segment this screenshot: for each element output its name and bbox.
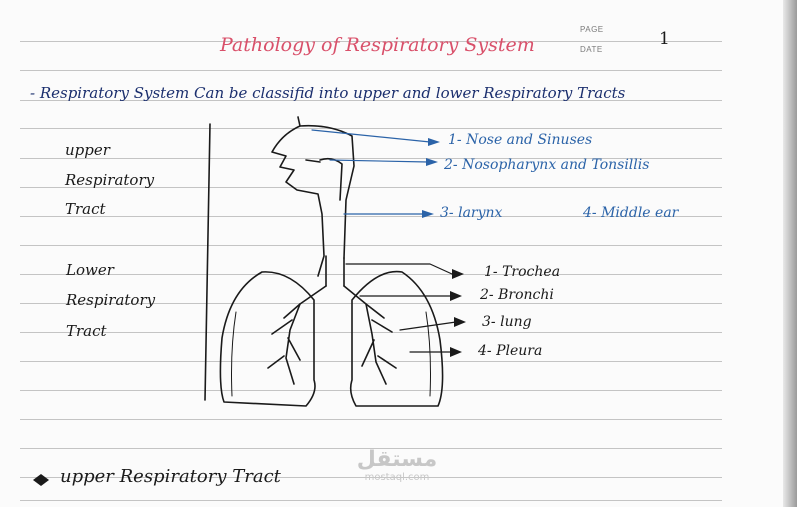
ruled-line xyxy=(20,41,722,42)
ruled-line xyxy=(20,390,722,391)
right-lung xyxy=(349,270,444,407)
pleura-lines xyxy=(231,311,431,397)
upper-item-4: 4- Middle ear xyxy=(583,205,679,221)
arrowhead xyxy=(450,347,462,357)
date-label: DATE xyxy=(580,45,603,54)
lower-pointer-lines xyxy=(345,263,457,353)
ruled-line xyxy=(20,128,722,129)
upper-item-1: 1- Nose and Sinuses xyxy=(448,132,593,148)
arrowhead xyxy=(426,158,438,166)
lower-item-1: 1- Trochea xyxy=(484,264,561,280)
upper-item-2: 2- Nosopharynx and Tonsillis xyxy=(444,157,650,173)
lower-tract-label-line-3: Tract xyxy=(66,322,107,340)
intro-sentence: - Respiratory System Can be classifid in… xyxy=(30,84,626,102)
page-title: Pathology of Respiratory System xyxy=(220,34,535,56)
ruled-line xyxy=(20,477,722,478)
ruled-line xyxy=(20,361,722,362)
lower-item-2: 2- Bronchi xyxy=(480,287,554,303)
lower-tract-label-line-1: Lower xyxy=(66,261,114,279)
arrowhead xyxy=(422,210,434,218)
page-number: 1 xyxy=(659,29,670,49)
ruled-line xyxy=(20,245,722,246)
arrowheads xyxy=(422,138,466,357)
upper-pointer-lines xyxy=(311,129,431,215)
ruled-line xyxy=(20,216,722,217)
upper-tract-label-line-2: Respiratory xyxy=(65,171,155,189)
main-bronchi xyxy=(283,285,385,319)
watermark-brand-latin: mostaql.com xyxy=(364,472,430,483)
pharynx-line xyxy=(319,157,343,201)
left-lung xyxy=(219,271,316,407)
ruled-line xyxy=(20,303,722,304)
ruled-line xyxy=(20,100,722,101)
lower-tract-label-line-2: Respiratory xyxy=(66,291,156,309)
left-bronchial-tree xyxy=(267,303,301,385)
ruled-line xyxy=(20,419,722,420)
lower-item-3: 3- lung xyxy=(482,314,532,330)
divider-line xyxy=(204,123,211,401)
trachea xyxy=(325,255,345,287)
ruled-line xyxy=(20,70,722,71)
arrowhead xyxy=(428,138,440,146)
arrowhead xyxy=(452,269,464,279)
upper-tract-label-line-1: upper xyxy=(65,141,110,159)
right-bronchial-tree xyxy=(361,303,397,385)
arrowhead xyxy=(454,317,466,327)
ruled-line xyxy=(20,158,722,159)
ruled-line xyxy=(20,500,722,501)
page-label: PAGE xyxy=(580,25,604,34)
arrowhead xyxy=(450,291,462,301)
section-heading: upper Respiratory Tract xyxy=(60,466,281,487)
watermark-logo: مستقل mostaql.com xyxy=(342,448,452,484)
palate-line xyxy=(305,159,321,163)
bullet-diamond-icon xyxy=(33,474,49,486)
page-edge-shadow xyxy=(783,0,797,507)
ruled-line xyxy=(20,187,722,188)
ruled-line xyxy=(20,274,722,275)
head-outline xyxy=(271,116,325,277)
upper-item-3: 3- larynx xyxy=(440,205,503,221)
upper-tract-label-line-3: Tract xyxy=(65,200,106,218)
watermark-brand-arabic: مستقل xyxy=(356,447,438,472)
lower-item-4: 4- Pleura xyxy=(478,343,543,359)
ruled-line xyxy=(20,448,722,449)
